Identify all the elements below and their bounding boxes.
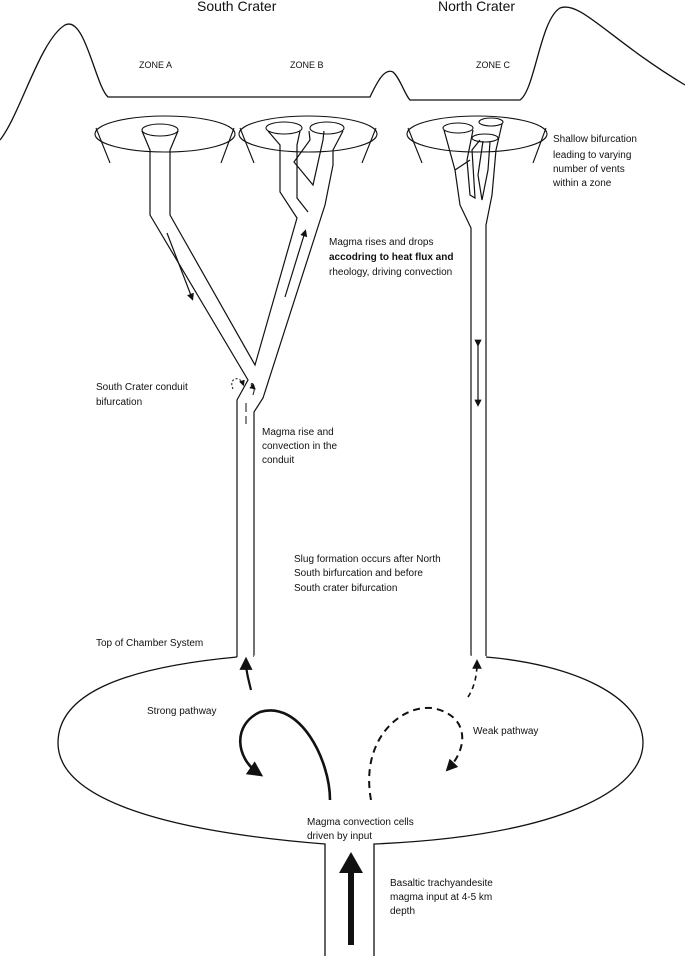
- zone-c-vent-top: [478, 117, 504, 127]
- weak-pathway-label: Weak pathway: [473, 726, 538, 737]
- magma-input-arrowhead: [339, 852, 363, 873]
- magma-rise-convection-note: Magma rise and convection in the conduit: [262, 427, 340, 466]
- north-crater-heading: North Crater: [438, 0, 515, 14]
- zone-c-label: ZONE C: [476, 60, 511, 70]
- strong-pathway-arrow-up: [239, 656, 253, 691]
- downflow-arrow: [166, 232, 194, 301]
- north-crater-conduit: [443, 123, 503, 656]
- strong-pathway-loop-arrow: [238, 709, 332, 801]
- crater-topography-profile: [0, 6, 685, 141]
- zone-b-vent-right: [309, 121, 345, 135]
- convection-cells-note: Magma convection cells driven by input: [307, 817, 417, 842]
- zone-b-label: ZONE B: [290, 60, 324, 70]
- zone-a-label: ZONE A: [139, 60, 172, 70]
- slug-formation-note: Slug formation occurs after North South …: [294, 554, 444, 594]
- zone-b-crater-ellipse: [238, 115, 378, 153]
- strong-pathway-label: Strong pathway: [147, 706, 217, 717]
- top-of-chamber-note: Top of Chamber System: [96, 638, 203, 649]
- zone-c-vent-left: [442, 122, 474, 134]
- zone-c-vent-right: [471, 133, 499, 143]
- weak-pathway-loop-arrow: [368, 706, 464, 801]
- south-conduit-bifurcation-note: South Crater conduit bifurcation: [96, 382, 191, 408]
- zone-a-crater-ellipse: [94, 115, 236, 153]
- bifurcation-convection-loops: [231, 378, 256, 424]
- south-crater-heading: South Crater: [197, 0, 277, 14]
- magma-rises-drops-note: Magma rises and drops accodring to heat …: [329, 237, 456, 278]
- zone-a-vent: [141, 123, 179, 137]
- zone-b-vent-left: [265, 121, 303, 135]
- crater-flank-lines: [95, 127, 547, 164]
- weak-pathway-arrow-up: [467, 659, 482, 698]
- zone-c-crater-ellipse: [406, 115, 548, 153]
- upflow-arrow: [284, 229, 308, 298]
- shallow-bifurcation-note: Shallow bifurcation leading to varying n…: [552, 134, 640, 189]
- south-crater-conduit: [141, 130, 344, 657]
- magma-input-note: Basaltic trachyandesite magma input at 4…: [390, 878, 496, 917]
